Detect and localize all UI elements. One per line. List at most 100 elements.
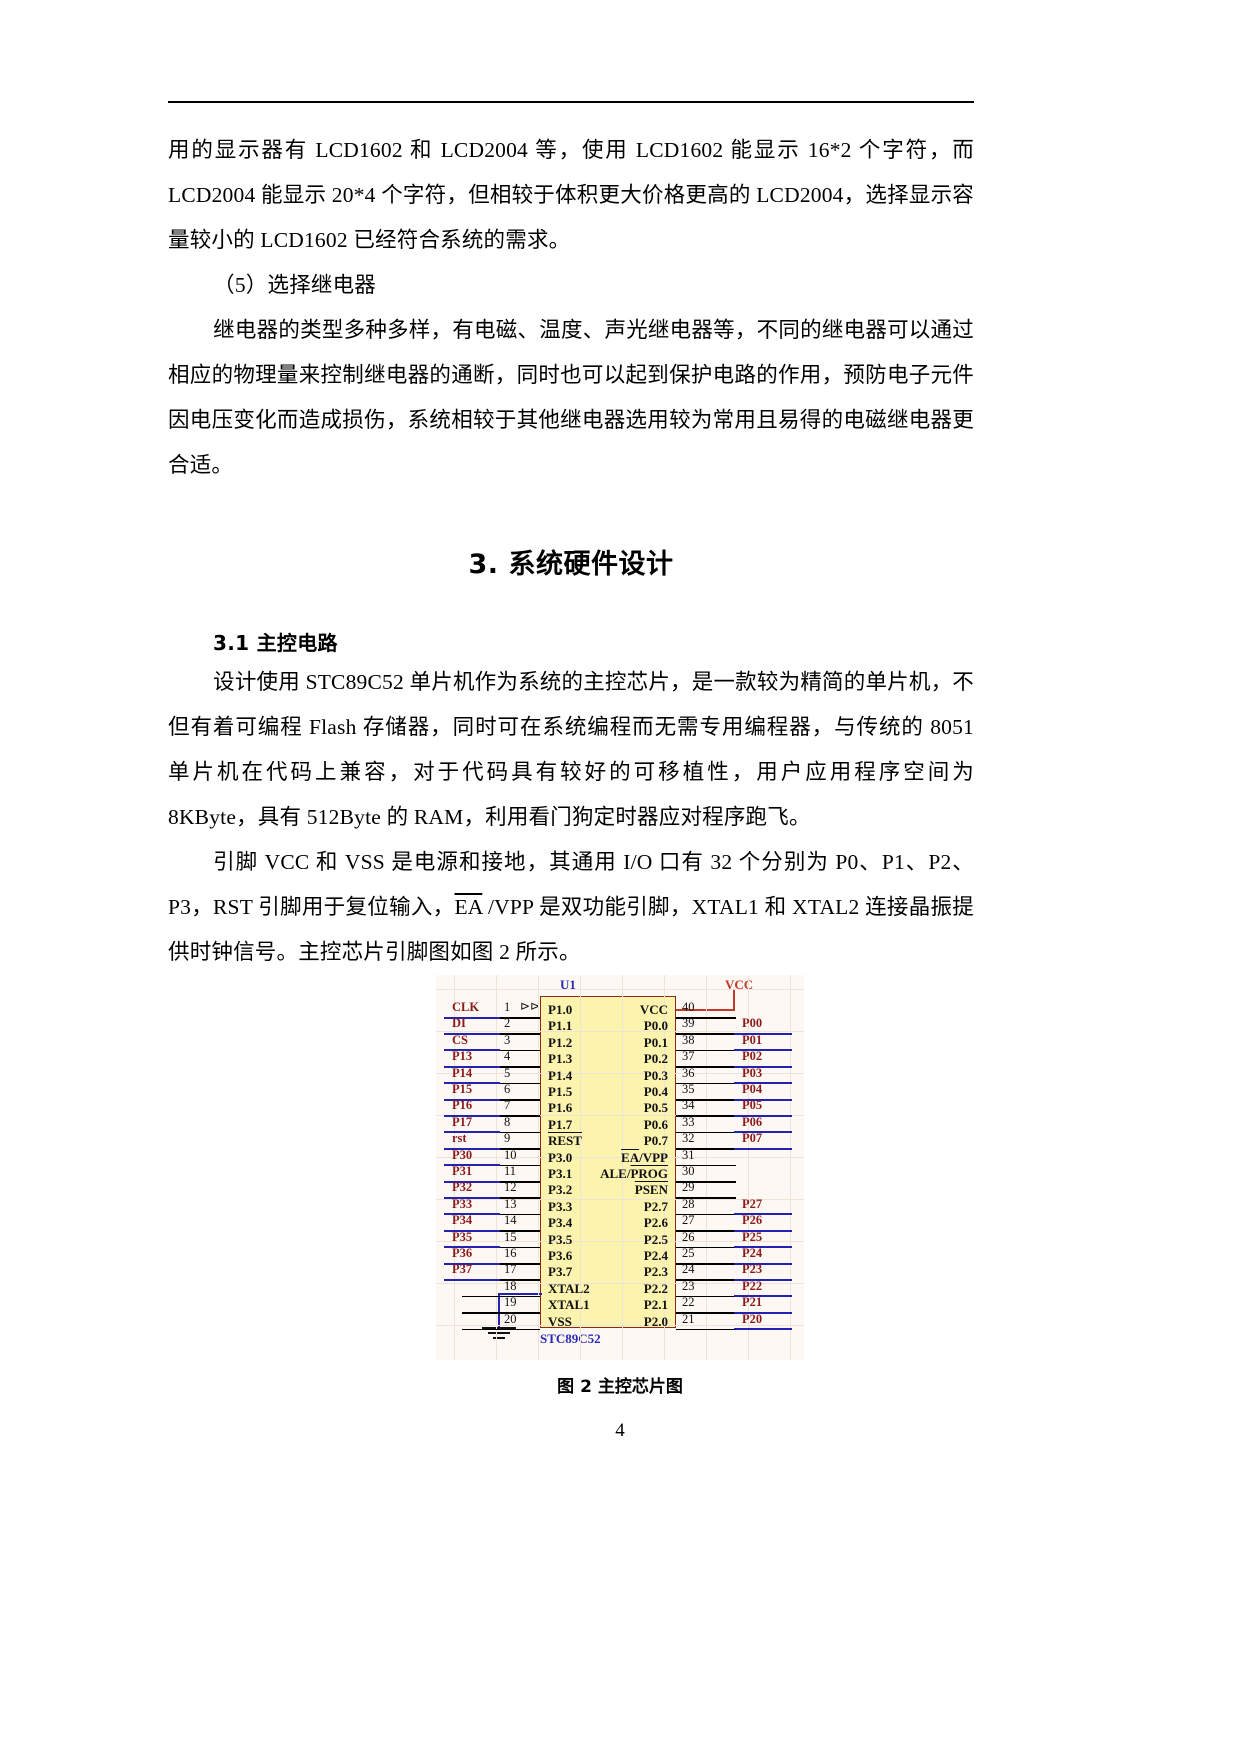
left-net-wire (444, 1229, 500, 1232)
chip-pin-name-left: P3.7 (548, 1264, 573, 1280)
vcc-wire-horizontal (676, 1009, 735, 1011)
right-net-wire (734, 1213, 792, 1216)
chip-pin-name-left: P3.4 (548, 1215, 573, 1231)
right-pin-wire (676, 1033, 736, 1035)
chip-pin-name-left: P3.6 (548, 1248, 573, 1263)
right-pin-wire (676, 1246, 736, 1249)
left-pin-number: 13 (504, 1196, 517, 1211)
right-net-wire (734, 1131, 792, 1134)
left-pin-wire (462, 1148, 540, 1150)
ground-symbol-bar-2 (488, 1332, 510, 1334)
chip-pin-name-left: P1.3 (548, 1051, 573, 1067)
right-net-label: P21 (742, 1295, 763, 1310)
document-body: 用的显示器有 LCD1602 和 LCD2004 等，使用 LCD1602 能显… (168, 128, 974, 975)
left-pin-row: 18 (436, 1279, 540, 1298)
right-net-wire (734, 1229, 792, 1232)
right-pin-number: 29 (682, 1180, 695, 1195)
chip-pin-name-right: P2.2 (643, 1280, 668, 1296)
right-pin-number: 25 (682, 1246, 695, 1260)
right-net-wire (734, 1049, 792, 1052)
right-pin-wire (676, 1197, 736, 1199)
left-pin-number: 20 (504, 1311, 517, 1326)
right-pin-number: 38 (682, 1032, 695, 1047)
right-pin-number: 27 (682, 1213, 695, 1228)
grid-line-horizontal (436, 1031, 804, 1032)
right-pin-number: 23 (682, 1278, 695, 1293)
right-pin-row: 22 P21 (676, 1295, 804, 1314)
chip-pin-name-left: P3.0 (548, 1149, 573, 1165)
left-pin-number: 16 (504, 1246, 517, 1260)
left-net-wire (444, 1098, 500, 1101)
grid-line-vertical (538, 975, 539, 1360)
chip-pin-name-right: ALE/PROG (600, 1166, 668, 1181)
section-heading-3: 3. 系统硬件设计 (468, 549, 674, 580)
left-pin-wire (462, 1279, 540, 1281)
left-pin-number: 8 (504, 1114, 511, 1129)
left-pin-number: 9 (504, 1131, 511, 1146)
right-pin-number: 33 (682, 1114, 695, 1129)
right-pin-row: 35 P04 (676, 1082, 804, 1101)
grid-line-vertical (790, 975, 791, 1360)
left-pin-number: 15 (504, 1229, 517, 1244)
chip-pin-name-right: P0.5 (643, 1100, 668, 1116)
left-pin-number: 1 (504, 1000, 511, 1014)
chip-pin-name-left: P1.7 (548, 1116, 573, 1132)
right-pin-row: 25 P24 (676, 1246, 804, 1265)
left-net-wire (444, 1246, 500, 1249)
left-pin-number: 5 (504, 1065, 511, 1080)
left-pin-wire (462, 1197, 540, 1199)
pins-text-part2: /VPP 是双功能引脚，XTAL1 和 XTAL2 连接晶振提供时钟信号。主控芯… (168, 895, 975, 964)
left-pin-number: 4 (504, 1049, 511, 1064)
pins-text-part1: 引脚 VCC 和 VSS 是电源和接地，其通用 I/O 口有 32 个分别为 P… (168, 850, 974, 919)
chip-pin-name-left: P3.1 (548, 1166, 573, 1181)
right-net-wire (734, 1311, 792, 1314)
right-pin-row: 31 (676, 1148, 804, 1167)
right-pin-wire (676, 1180, 736, 1183)
right-pin-number: 35 (682, 1082, 695, 1096)
right-net-label: P24 (742, 1246, 763, 1260)
chip-pin-name-right: VCC (639, 1002, 668, 1017)
right-pin-number: 22 (682, 1295, 695, 1310)
right-pin-number: 24 (682, 1262, 695, 1277)
left-pin-number: 14 (504, 1213, 517, 1228)
left-net-wire (444, 1196, 500, 1199)
left-net-label: P15 (452, 1082, 473, 1096)
right-pin-wire (676, 1115, 736, 1117)
chip-pin-name-right: P0.7 (643, 1133, 668, 1149)
right-net-label: P04 (742, 1082, 763, 1096)
right-net-label: P00 (742, 1016, 763, 1031)
right-pin-number: 30 (682, 1164, 695, 1178)
left-pin-wire (462, 1082, 540, 1085)
left-pin-number: 11 (504, 1164, 517, 1178)
right-pin-row: 30 (676, 1164, 804, 1183)
left-net-label: P13 (452, 1049, 473, 1064)
grid-line-horizontal (436, 989, 804, 990)
left-pin-wire (462, 1115, 540, 1117)
chip-pin-name-right: P2.1 (643, 1297, 668, 1313)
right-net-wire (734, 1147, 792, 1150)
left-pin-number: 19 (504, 1295, 517, 1310)
right-net-label: P07 (742, 1131, 763, 1146)
right-net-label: P20 (742, 1311, 763, 1326)
left-net-label: CS (452, 1032, 468, 1047)
page-number: 4 (615, 1420, 625, 1441)
right-net-label: P25 (742, 1229, 763, 1244)
right-net-label: P05 (742, 1098, 763, 1113)
chip-pin-name-right: EA/VPP (621, 1149, 668, 1165)
right-net-wire (734, 1082, 792, 1085)
right-net-label: P02 (742, 1049, 763, 1064)
left-net-label: DI (452, 1016, 466, 1031)
left-pin-wire (462, 1098, 540, 1101)
